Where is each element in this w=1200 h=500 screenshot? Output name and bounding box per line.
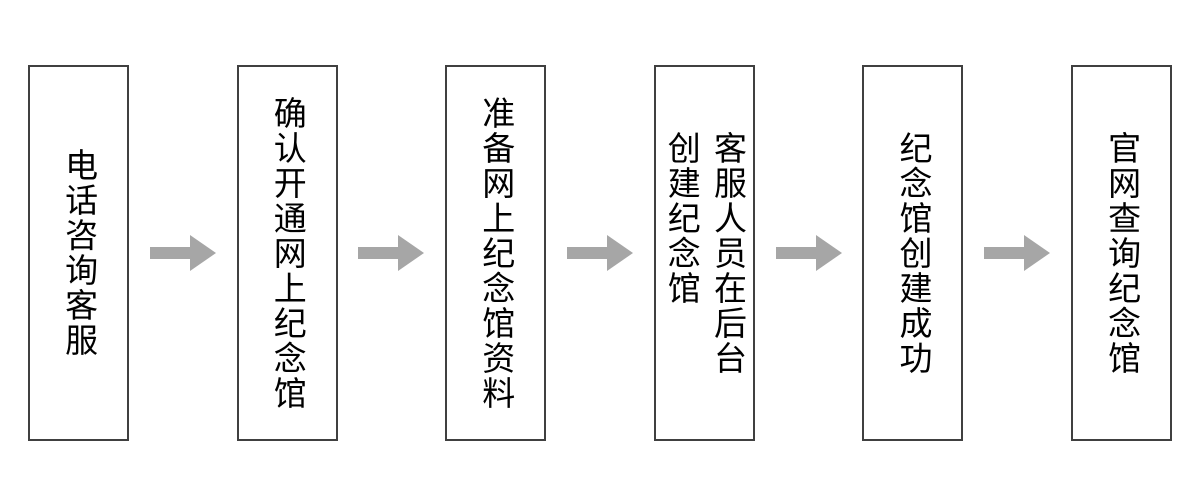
flow-connector-1 <box>149 65 216 441</box>
flow-node-5-label: 纪念馆创建成功 <box>893 130 933 376</box>
arrow-right-icon <box>149 235 216 271</box>
flow-node-3[interactable]: 准备网上纪念馆资料 <box>445 65 547 441</box>
flow-node-4[interactable]: 客服人员在后台 创建纪念馆 <box>653 65 755 441</box>
flow-connector-3 <box>566 65 633 441</box>
flow-connector-4 <box>775 65 842 441</box>
flow-connector-2 <box>358 65 425 441</box>
flow-node-1-label: 电话咨询客服 <box>59 148 99 358</box>
flow-node-2[interactable]: 确认开通网上纪念馆 <box>236 65 338 441</box>
flow-node-3-label: 准备网上纪念馆资料 <box>476 95 516 411</box>
flow-node-4-label: 客服人员在后台 创建纪念馆 <box>662 130 748 376</box>
arrow-right-icon <box>984 235 1051 271</box>
flow-node-6-label: 官网查询纪念馆 <box>1102 130 1142 376</box>
flow-node-2-label: 确认开通网上纪念馆 <box>268 95 308 411</box>
arrow-right-icon <box>775 235 842 271</box>
arrow-right-icon <box>358 235 425 271</box>
flow-node-6[interactable]: 官网查询纪念馆 <box>1070 65 1172 441</box>
flow-sequence: 电话咨询客服 确认开通网上纪念馆 准备网上纪念馆资料 客服人员在后台 创建纪念馆 <box>28 65 1172 441</box>
flow-node-5[interactable]: 纪念馆创建成功 <box>862 65 964 441</box>
flow-node-1[interactable]: 电话咨询客服 <box>28 65 129 441</box>
flow-connector-5 <box>984 65 1051 441</box>
arrow-right-icon <box>566 235 633 271</box>
